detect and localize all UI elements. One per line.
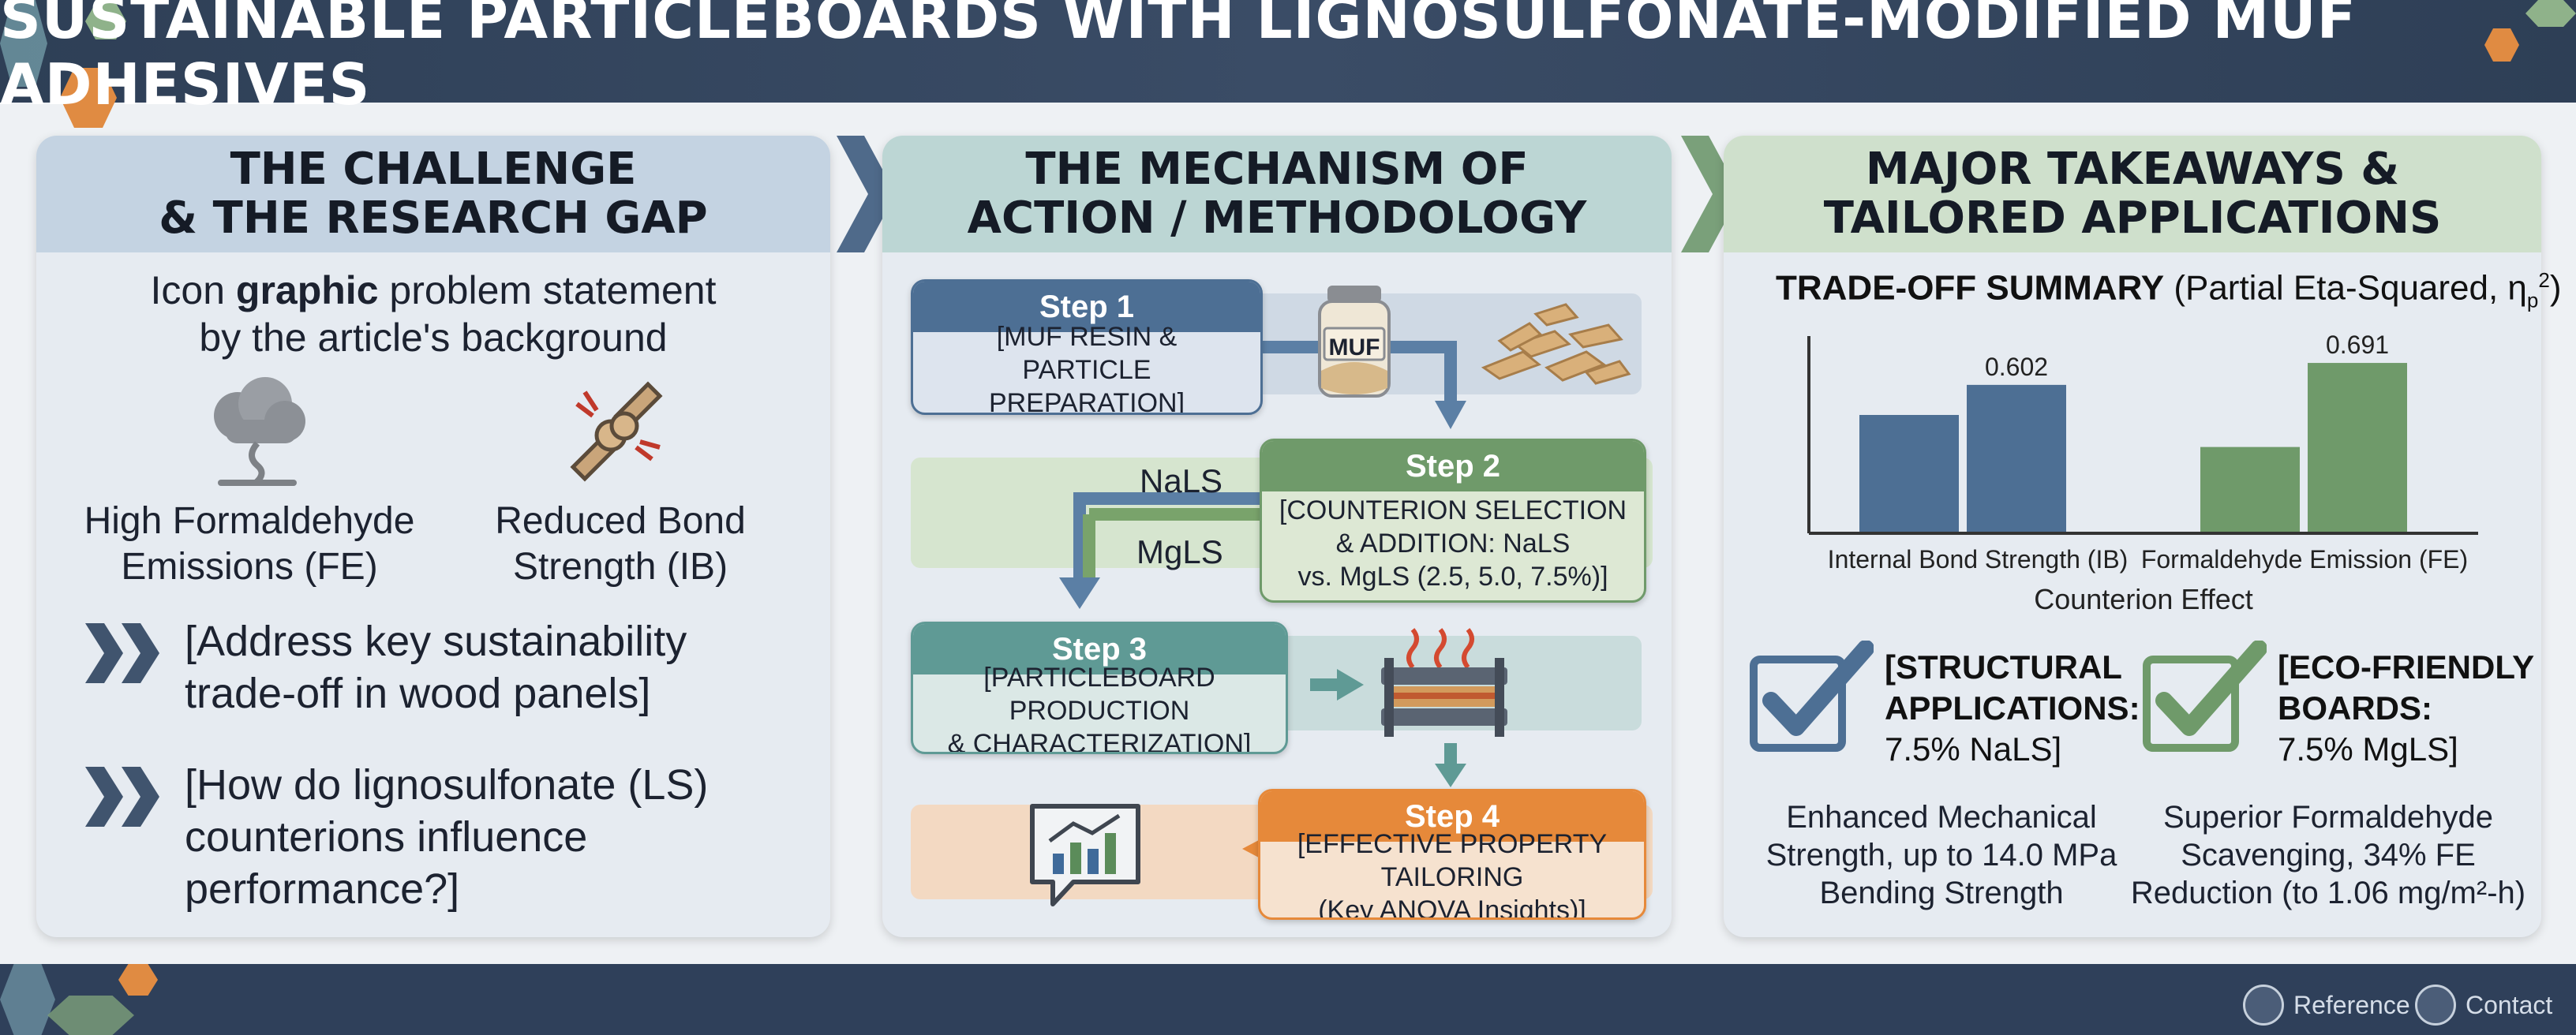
page-title: SUSTAINABLE PARTICLEBOARDS WITH LIGNOSUL… bbox=[0, 0, 2357, 118]
phone-icon bbox=[2415, 985, 2456, 1026]
step-3-body: [PARTICLEBOARD PRODUCTION& CHARACTERIZAT… bbox=[947, 663, 1252, 754]
decor-hexagon bbox=[47, 996, 134, 1035]
chart-title: TRADE-OFF SUMMARY (Partial Eta-Squared, … bbox=[1776, 268, 2562, 312]
bar-1-3 bbox=[2308, 363, 2407, 533]
step-3-card: Step 3 [PARTICLEBOARD PRODUCTION& CHARAC… bbox=[911, 622, 1288, 754]
step-1-title: Step 1 bbox=[913, 282, 1260, 332]
step-4-card: Step 4 [EFFECTIVE PROPERTY TAILORING(Key… bbox=[1258, 789, 1646, 920]
header-bar bbox=[0, 0, 2576, 103]
reference-button[interactable]: Reference bbox=[2243, 985, 2410, 1026]
nals-label: NaLS bbox=[1140, 462, 1223, 499]
step-4-title: Step 4 bbox=[1260, 791, 1644, 842]
data-label: 0.691 bbox=[2326, 331, 2389, 359]
checkmark-icon bbox=[1750, 641, 1874, 752]
footer-bar bbox=[0, 964, 2576, 1035]
wood-chips-icon bbox=[1481, 303, 1631, 385]
analytics-chart-icon bbox=[1030, 804, 1140, 906]
challenge-intro: Icon graphic problem statement by the ar… bbox=[150, 268, 717, 360]
broken-bond-icon bbox=[570, 381, 663, 482]
jar-label: MUF bbox=[1328, 334, 1380, 361]
hot-press-icon bbox=[1381, 628, 1507, 737]
double-chevron-icon bbox=[85, 767, 159, 827]
trade-off-chart: Internal Bond Strength (IB) Formaldehyde… bbox=[1807, 331, 2478, 615]
bar-1-2 bbox=[2200, 447, 2300, 533]
decor-hexagon bbox=[0, 0, 47, 87]
takeaways-panel: MAJOR TAKEAWAYS & TAILORED APPLICATIONS bbox=[1724, 136, 2541, 937]
mgls-label: MgLS bbox=[1136, 533, 1223, 570]
bullet-research-question: [How do lignosulfonate (LS)counterions i… bbox=[185, 761, 709, 913]
resin-jar-icon bbox=[1318, 286, 1391, 398]
challenge-heading: THE CHALLENGE & THE RESEARCH GAP bbox=[36, 136, 830, 252]
decor-hexagon bbox=[2525, 0, 2576, 27]
step-2-title: Step 2 bbox=[1262, 441, 1644, 491]
data-label: 0.602 bbox=[1985, 353, 2048, 381]
globe-icon bbox=[2243, 985, 2284, 1026]
bar-0-0 bbox=[1859, 415, 1959, 533]
step-3-title: Step 3 bbox=[913, 624, 1286, 674]
takeaways-heading: MAJOR TAKEAWAYS & TAILORED APPLICATIONS bbox=[1724, 136, 2541, 252]
x-tick-label: Internal Bond Strength (IB) bbox=[1828, 545, 2129, 574]
checkmark-icon bbox=[2143, 641, 2267, 752]
step-1-body: [MUF RESIN &PARTICLE PREPARATION] bbox=[988, 322, 1185, 415]
step-4-body: [EFFECTIVE PROPERTY TAILORING(Key ANOVA … bbox=[1297, 829, 1608, 920]
step-1-card: Step 1 [MUF RESIN &PARTICLE PREPARATION] bbox=[911, 279, 1263, 415]
bar-0-1 bbox=[1967, 384, 2066, 533]
smoke-cloud-icon bbox=[214, 377, 305, 486]
x-tick-label: Formaldehyde Emission (FE) bbox=[2141, 545, 2468, 574]
decor-hexagon bbox=[0, 964, 55, 1035]
x-axis-label: Counterion Effect bbox=[2034, 583, 2253, 615]
mechanism-heading: THE MECHANISM OF ACTION / METHODOLOGY bbox=[882, 136, 1672, 252]
step-2-card: Step 2 [COUNTERION SELECTION& ADDITION: … bbox=[1260, 439, 1646, 603]
contact-button[interactable]: Contact bbox=[2415, 985, 2552, 1026]
double-chevron-icon bbox=[85, 623, 159, 683]
challenge-panel: THE CHALLENGE & THE RESEARCH GAP Icon gr… bbox=[36, 136, 830, 937]
